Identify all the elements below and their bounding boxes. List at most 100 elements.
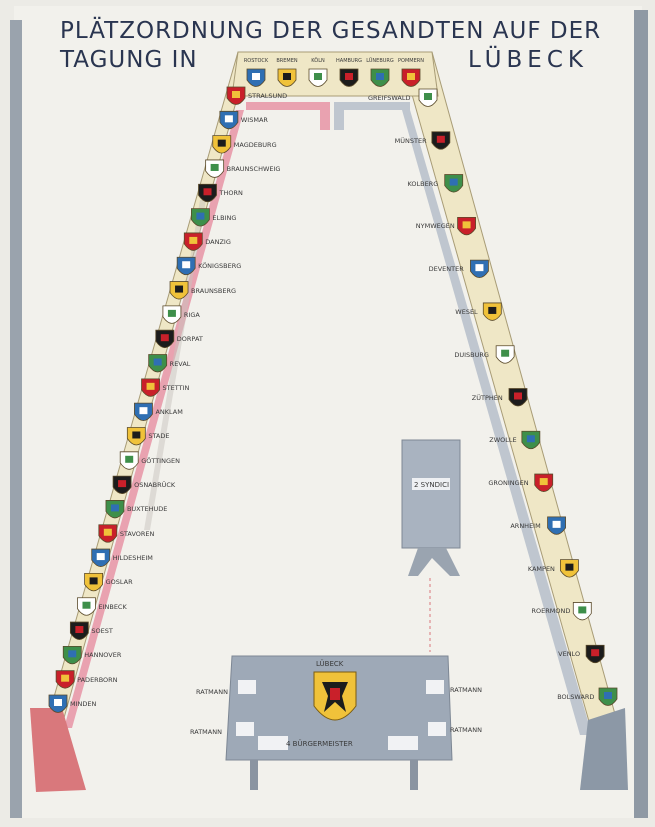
crest-charge [218,140,226,147]
seat-label: HAMBURG [336,58,362,64]
ratmann-right-1: RATMANN [450,686,482,694]
crest-charge [252,73,260,80]
place-card [258,736,288,750]
seat-label: HILDESHEIM [113,554,153,562]
crest-charge [90,577,98,584]
seat-label: KÖLN [311,58,324,64]
crest-charge [189,237,197,244]
seat-label: RIGA [184,311,200,319]
crest-charge [154,359,162,366]
seat-label: ELBING [212,214,236,222]
seat-label: OSNABRÜCK [134,481,175,489]
seat-label: STADE [148,432,169,440]
crest-charge [376,73,384,80]
seat-label: ROSTOCK [244,58,268,64]
crest-charge [514,393,522,400]
crest-charge [211,164,219,171]
seat-label: VENLO [558,650,580,658]
seat-label: BUXTEHUDE [127,505,167,513]
seat-label: DANZIG [205,238,231,246]
seat-label: GREIFSWALD [368,94,410,102]
ratmann-left-2: RATMANN [190,728,222,736]
crest-charge [118,480,126,487]
seat-label: DEVENTER [429,265,464,273]
seat-label: REVAL [170,360,191,368]
crest-charge [82,602,90,609]
seat-label: KÖNIGSBERG [198,262,241,270]
crest-charge [147,383,155,390]
seat-label: MINDEN [70,700,96,708]
crest-charge [450,179,458,186]
crest-charge [125,456,133,463]
crest-charge [75,626,83,633]
seat-label: DORPAT [177,335,203,343]
seat-label: ZWOLLE [489,436,516,444]
crest-charge [175,286,183,293]
place-card [388,736,418,750]
crest-charge [407,73,415,80]
crest-charge [314,73,322,80]
seat-label: DUISBURG [454,351,489,359]
seat-label: KOLBERG [408,180,439,188]
seat-label: KAMPEN [528,565,555,573]
crest-charge [232,91,240,98]
title-line-1: PLÄTZORDNUNG DER GESANDTEN AUF DER [60,18,601,44]
seat-label: THORN [220,189,243,197]
seat-label: BREMEN [276,58,297,64]
ratmann-left-1: RATMANN [196,688,228,696]
place-card [426,680,444,694]
seat-label: ZÜTPHEN [472,394,503,402]
crest-charge [196,213,204,220]
seat-label: MAGDEBURG [234,141,277,149]
seat-label: ROERMOND [531,607,570,615]
place-card [236,722,254,736]
seat-label: WISMAR [241,116,268,124]
seat-label: POMMERN [398,58,424,64]
crest-charge [527,435,535,442]
title-line-2: TAGUNG IN [60,47,198,73]
seat-label: MÜNSTER [395,137,427,145]
seat-label: GÖTTINGEN [141,457,180,465]
crest-charge [225,115,233,122]
crest-charge [283,73,291,80]
seat-label: ARNHEIM [510,522,540,530]
crest-charge [488,307,496,314]
mayors-label: 4 BÜRGERMEISTER [286,740,353,748]
syndic-label: 2 SYNDICI [414,481,449,489]
crest-charge [591,649,599,656]
crest-charge [345,73,353,80]
crest-charge [501,350,509,357]
seat-label: BOLSWARD [557,693,594,701]
main-table-leg-left [250,760,258,790]
crest-charge [475,264,483,271]
crest-charge [104,529,112,536]
crest-charge [604,692,612,699]
crest-charge [61,675,69,682]
lubeck-eagle-shield [330,688,340,700]
seat-label: EINBECK [98,603,126,611]
crest-charge [168,310,176,317]
crest-charge [54,699,62,706]
seat-label: GRONINGEN [488,479,528,487]
seat-label: STAVOREN [120,530,155,538]
seat-label: PADERBORN [77,676,117,684]
syndic-table [402,440,460,548]
crest-charge [182,261,190,268]
crest-charge [68,650,76,657]
seat-label: WESEL [455,308,477,316]
ratmann-right-2: RATMANN [450,726,482,734]
seat-label: LÜNEBURG [366,58,394,64]
place-card [428,722,446,736]
seat-label: HANNOVER [84,651,121,659]
seat-label: BRAUNSCHWEIG [227,165,281,173]
seat-label: GOSLAR [106,578,133,586]
seat-label: ANKLAM [155,408,182,416]
crest-charge [97,553,105,560]
crest-charge [424,93,432,100]
seat-label: SOEST [91,627,112,635]
crest-charge [463,221,471,228]
main-table-leg-right [410,760,418,790]
title-city: LÜBECK [468,47,588,73]
